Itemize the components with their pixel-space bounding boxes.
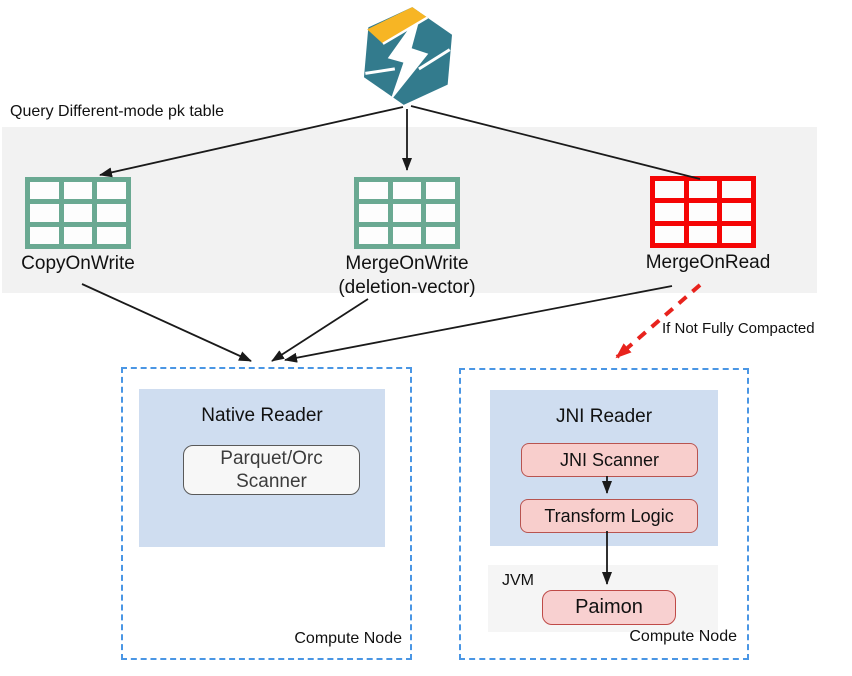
jni-compute-node: JNI Reader JNI Scanner Transform Logic J… (459, 368, 749, 660)
paimon-logo-icon (362, 6, 454, 106)
scanner-line1: Parquet/Orc (220, 448, 323, 469)
native-reader-title: Native Reader (201, 405, 323, 426)
parquet-orc-scanner-box: Parquet/Orc Scanner (183, 445, 360, 495)
jni-reader-title: JNI Reader (555, 406, 653, 427)
transform-logic-box: Transform Logic (520, 499, 698, 533)
jni-scanner-box: JNI Scanner (521, 443, 698, 477)
native-compute-node-label: Compute Node (294, 630, 402, 647)
merge-on-read-label: MergeOnRead (645, 252, 771, 273)
edge-copyonwrite-to-native (81, 283, 252, 362)
native-compute-node: Native Reader Parquet/Orc Scanner Comput… (121, 367, 412, 660)
if-not-fully-compacted-label: If Not Fully Compacted (662, 320, 815, 337)
merge-on-read-table-icon (650, 176, 756, 248)
paimon-box: Paimon (542, 590, 676, 625)
jni-compute-node-label: Compute Node (629, 628, 737, 645)
diagram-title: Query Different-mode pk table (10, 103, 225, 120)
merge-on-write-label-line1: MergeOnWrite (345, 253, 469, 274)
copy-on-write-table-icon (25, 177, 131, 249)
edge-mergeonwrite-to-native (271, 298, 369, 362)
merge-on-write-table-icon (354, 177, 460, 249)
merge-on-write-label: MergeOnWrite (deletion-vector) (307, 252, 507, 300)
copy-on-write-label: CopyOnWrite (21, 253, 135, 274)
scanner-line2: Scanner (236, 471, 307, 492)
merge-on-write-label-line2: (deletion-vector) (338, 277, 476, 298)
jvm-label: JVM (502, 572, 534, 589)
